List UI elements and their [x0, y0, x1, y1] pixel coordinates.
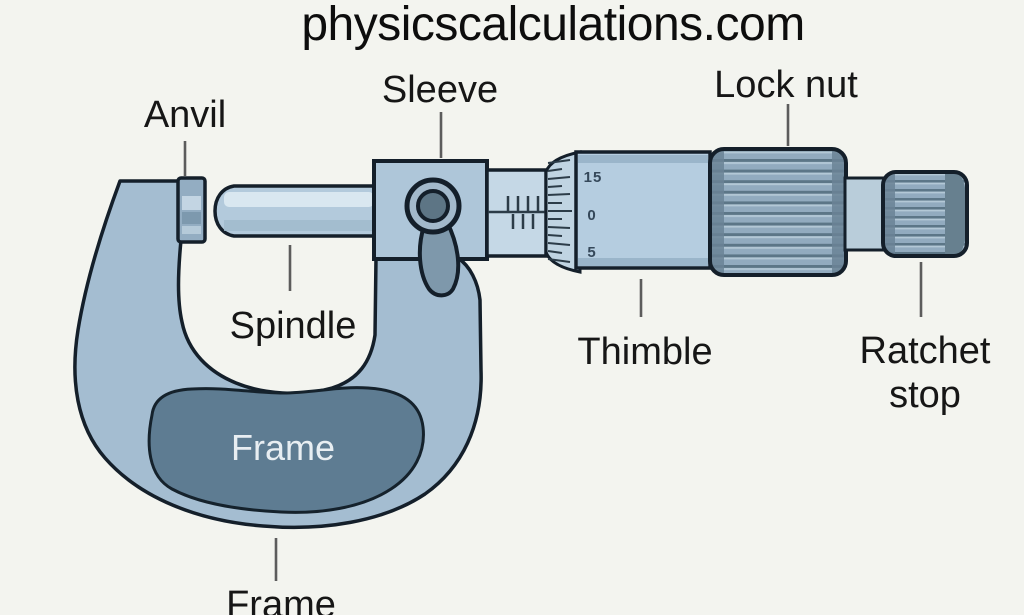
- thimble-scale-15: 15: [584, 169, 603, 186]
- anvil-label: Anvil: [144, 94, 226, 136]
- ratchet-stop-shape: [881, 170, 969, 258]
- thimble-scale-0: 0: [587, 207, 596, 224]
- lock-nut-label: Lock nut: [714, 64, 858, 106]
- thimble-scale-5: 5: [587, 244, 596, 261]
- thimble-label: Thimble: [577, 331, 712, 373]
- spindle-label: Spindle: [230, 305, 357, 347]
- spindle-shape: [213, 184, 378, 238]
- lock-nut-shape: [708, 147, 848, 277]
- frame-plate-label: Frame: [231, 427, 335, 468]
- thimble-body: 15 0 5: [574, 150, 712, 270]
- frame-plate: [147, 386, 425, 514]
- frame-bottom-label: Frame: [226, 584, 336, 615]
- ratchet-stop-label-line1: Ratchet: [860, 330, 991, 372]
- spindle-shade: [224, 220, 374, 231]
- ratchet-stop-label-line2: stop: [889, 374, 961, 416]
- sleeve-label: Sleeve: [382, 69, 498, 111]
- sleeve-lower-ticks: [511, 214, 535, 229]
- leader-lines: [183, 104, 923, 581]
- sleeve-upper-ticks: [506, 196, 540, 211]
- lock-lever-disc: [416, 189, 450, 223]
- spindle-highlight: [224, 192, 374, 207]
- ratchet-shaft: [843, 176, 887, 252]
- thimble-bevel: [544, 150, 582, 274]
- lock-lever-handle: [417, 220, 461, 298]
- thimble-graduations: [547, 159, 572, 263]
- anvil-shape: [176, 176, 207, 244]
- site-title: physicscalculations.com: [301, 0, 804, 51]
- sleeve-barrel: [485, 168, 548, 258]
